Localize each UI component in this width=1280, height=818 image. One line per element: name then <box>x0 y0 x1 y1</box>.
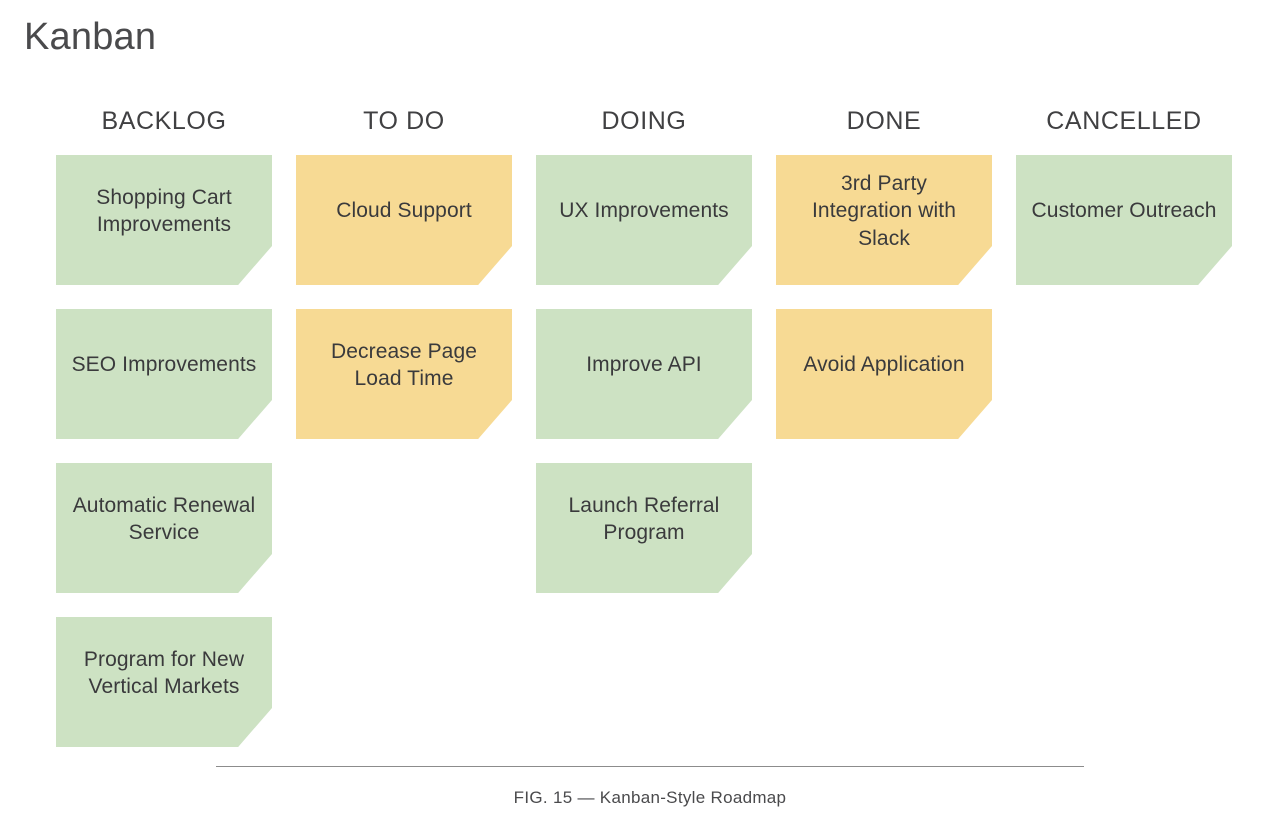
column-header: DOING <box>601 107 687 135</box>
kanban-card[interactable]: UX Improvements <box>536 155 752 285</box>
kanban-card[interactable]: Avoid Application <box>776 309 992 439</box>
figure-footer: FIG. 15 — Kanban-Style Roadmap <box>216 766 1084 808</box>
card-label: Cloud Support <box>336 199 472 223</box>
card-surface <box>536 309 752 439</box>
kanban-card[interactable]: Shopping Cart Improvements <box>56 155 272 285</box>
column-header: BACKLOG <box>101 107 227 135</box>
card-label: 3rd Party Integration with Slack <box>811 172 957 250</box>
card-surface <box>776 155 992 285</box>
card-label: SEO Improvements <box>71 353 257 377</box>
card-surface <box>296 155 512 285</box>
kanban-card[interactable]: SEO Improvements <box>56 309 272 439</box>
card-label: Launch Referral Program <box>568 493 720 544</box>
card-surface <box>1016 155 1232 285</box>
page-title: Kanban <box>24 16 157 58</box>
card-label: Program for New Vertical Markets <box>83 647 245 698</box>
card-surface <box>56 309 272 439</box>
kanban-card[interactable]: Automatic Renewal Service <box>56 463 272 593</box>
card-surface <box>56 617 272 747</box>
column-header: CANCELLED <box>1046 107 1202 135</box>
card-label: UX Improvements <box>559 199 729 223</box>
kanban-column: CANCELLED Customer Outreach <box>1016 98 1232 309</box>
kanban-card[interactable]: 3rd Party Integration with Slack <box>776 155 992 285</box>
card-surface <box>296 309 512 439</box>
kanban-card[interactable]: Decrease Page Load Time <box>296 309 512 439</box>
kanban-card[interactable]: Launch Referral Program <box>536 463 752 593</box>
column-header: DONE <box>846 107 922 135</box>
card-surface <box>56 155 272 285</box>
card-surface <box>536 155 752 285</box>
card-label: Decrease Page Load Time <box>330 339 478 390</box>
card-surface <box>536 463 752 593</box>
card-label: Customer Outreach <box>1031 199 1217 223</box>
column-header: TO DO <box>363 107 445 135</box>
card-surface <box>56 463 272 593</box>
kanban-card[interactable]: Improve API <box>536 309 752 439</box>
card-surface <box>776 309 992 439</box>
kanban-card[interactable]: Customer Outreach <box>1016 155 1232 285</box>
card-label: Improve API <box>586 353 702 377</box>
footer-divider <box>216 766 1084 767</box>
card-label: Shopping Cart Improvements <box>96 185 232 236</box>
figure-caption: FIG. 15 — Kanban-Style Roadmap <box>513 788 787 807</box>
card-label: Automatic Renewal Service <box>72 493 256 544</box>
kanban-card[interactable]: Program for New Vertical Markets <box>56 617 272 747</box>
card-label: Avoid Application <box>803 353 965 377</box>
kanban-card[interactable]: Cloud Support <box>296 155 512 285</box>
